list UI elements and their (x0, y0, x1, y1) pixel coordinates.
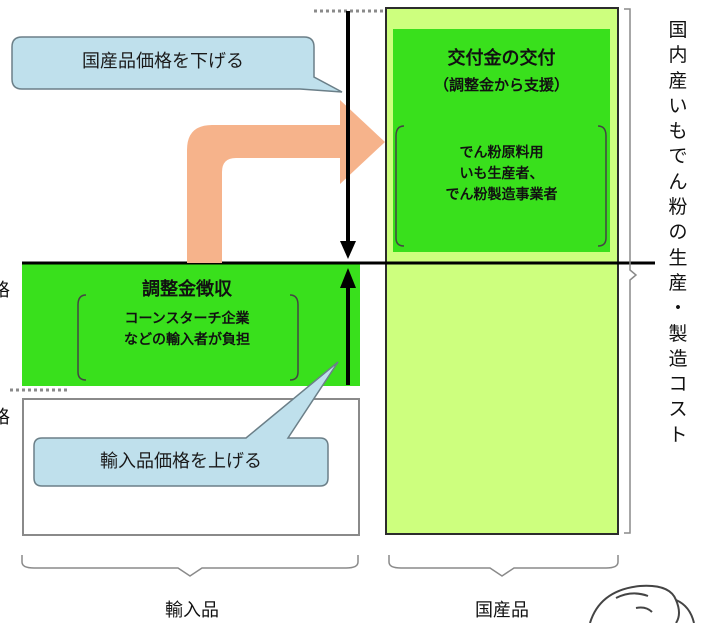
callout-raise-import (33, 361, 339, 487)
bracket-import (21, 555, 359, 577)
grant-recipient-line: でん粉原料用 (459, 145, 544, 161)
vertical-char: 内 (668, 44, 688, 67)
levy-title: 調整金徴収 (142, 279, 232, 300)
vertical-char: ん (668, 170, 688, 193)
grant-recipient-line: いも生産者、 (459, 166, 544, 182)
grant-recipient-line: でん粉製造事業者 (445, 187, 558, 203)
grant-subtitle: （調整金から支援） (433, 76, 569, 94)
callout-lower-domestic-text: 国産品価格を下げる (82, 51, 244, 72)
levy-payer-line: などの輸入者が負担 (124, 332, 250, 348)
grant-paren-right (597, 125, 607, 247)
vertical-char: ・ (668, 297, 688, 320)
callout-lower-domestic (11, 36, 343, 93)
vertical-char: 産 (668, 69, 688, 92)
grant-paren-left (395, 125, 405, 247)
levy-payers: コーンスターチ企業 などの輸入者が負担 (82, 309, 292, 351)
vertical-char: 造 (668, 347, 688, 370)
bracket-domestic (388, 555, 619, 577)
vertical-char: 粉 (668, 196, 688, 219)
arrow-down-icon (340, 241, 356, 259)
vertical-bracket (624, 8, 638, 534)
levy-paren-left (77, 294, 87, 381)
arrow-up-icon (340, 268, 356, 288)
levy-paren-right (289, 294, 299, 381)
curved-arrow-right-icon (187, 100, 385, 263)
label-import-goods: 輸入品 (165, 600, 219, 621)
vertical-cost-label: 国 内 産 い も で ん 粉 の 生 産 ・ 製 造 コ ス ト (660, 18, 696, 448)
vertical-char: 生 (668, 246, 688, 269)
vertical-char: 産 (668, 271, 688, 294)
levy-payer-line: コーンスターチ企業 (124, 311, 250, 327)
grant-title: 交付金の交付 (447, 48, 556, 69)
vertical-char: で (668, 145, 688, 168)
grant-recipients: でん粉原料用 いも生産者、 でん粉製造事業者 (393, 143, 610, 206)
edge-label-price-1: 格 (0, 280, 10, 301)
vertical-char: ス (668, 398, 688, 421)
vertical-char: い (668, 94, 688, 117)
vertical-char: ト (668, 423, 688, 446)
vertical-char: も (668, 120, 688, 143)
vertical-char: 国 (668, 19, 688, 41)
mascot-partial-icon (589, 584, 695, 623)
vertical-char: コ (668, 373, 688, 396)
label-domestic-goods: 国産品 (475, 600, 529, 621)
edge-label-price-2: 格 (0, 407, 10, 428)
vertical-char: 製 (668, 322, 688, 345)
grant-box (393, 29, 610, 252)
callout-raise-import-text: 輸入品価格を上げる (100, 451, 262, 472)
vertical-char: の (668, 221, 688, 244)
